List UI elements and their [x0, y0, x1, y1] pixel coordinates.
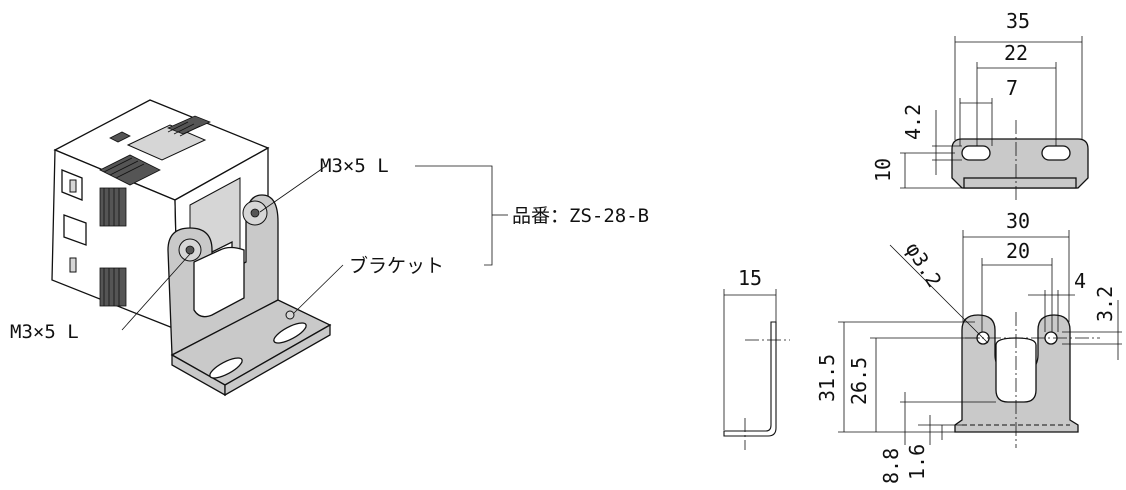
callout-bracket: ブラケット — [349, 254, 444, 277]
callout-part-number: 品番：ZS-28-B — [512, 205, 649, 227]
side-view — [723, 289, 790, 450]
dim-hole-diameter: φ3.2 — [901, 238, 947, 292]
dim-side-depth: 15 — [738, 266, 762, 290]
callout-screw-upper: M3×5 L — [320, 155, 389, 177]
dim-front-width: 30 — [1006, 209, 1030, 233]
dim-top-width: 35 — [1006, 9, 1030, 33]
callout-screw-lower: M3×5 L — [10, 321, 79, 343]
dim-base-height: 8.8 — [879, 448, 903, 484]
dim-base-thickness: 1.6 — [905, 444, 929, 480]
dim-height-total: 31.5 — [815, 354, 839, 402]
dim-top-hole-pitch: 22 — [1004, 41, 1028, 65]
top-view — [900, 36, 1089, 200]
dim-front-hole-pitch: 20 — [1006, 239, 1030, 263]
dim-hole-offset: 4 — [1074, 269, 1086, 293]
dim-top-slot-height: 4.2 — [901, 104, 925, 140]
dim-top-depth: 10 — [871, 158, 895, 182]
front-view — [838, 230, 1122, 448]
dim-height-hole: 26.5 — [847, 357, 871, 405]
callout-leaders — [121, 165, 508, 331]
bracket-illustration — [167, 194, 332, 397]
dim-top-slot: 7 — [1006, 76, 1018, 100]
dim-hole-edge: 3.2 — [1093, 286, 1117, 322]
